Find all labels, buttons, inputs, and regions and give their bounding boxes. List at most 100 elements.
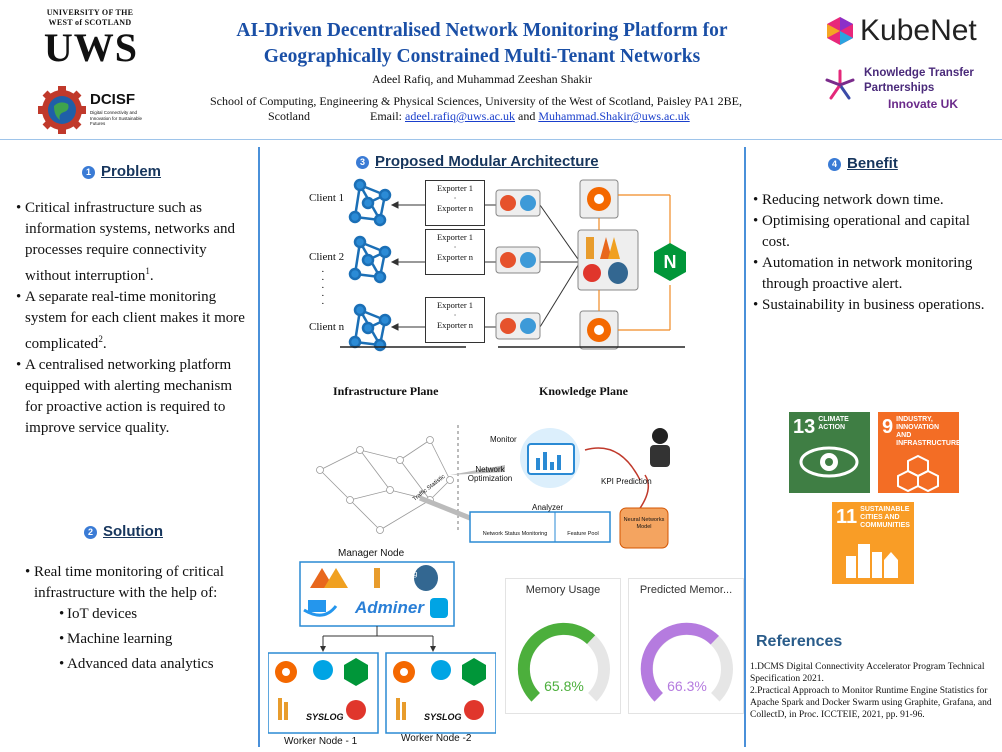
memory-usage-panel: Memory Usage 65.8%	[505, 578, 621, 714]
memory-usage-value: 65.8%	[544, 678, 584, 694]
client-network-icons	[348, 178, 392, 352]
column-divider-left	[258, 147, 260, 747]
ai-loop-diagram	[316, 425, 670, 549]
adminer-label: Adminer	[355, 598, 424, 617]
client-1-label: Client 1	[309, 192, 345, 204]
ktp-line-1: Knowledge Transfer	[864, 67, 974, 79]
university-line: UNIVERSITY OF THE WEST of SCOTLAND	[46, 8, 134, 27]
worker-2-icons	[393, 658, 486, 720]
city-icon	[846, 544, 898, 578]
affiliation-country: Scotland	[268, 109, 310, 123]
reference-2: 2.Practical Approach to Monitor Runtime …	[750, 686, 992, 720]
innovate-uk: Innovate UK	[888, 97, 959, 111]
kubenet-name: KubeNet	[860, 14, 977, 47]
feature-pool-label: Feature Pool	[567, 531, 599, 537]
solution-item-ml: Machine learning	[59, 629, 250, 650]
solution-item-iot: IoT devices	[59, 604, 250, 625]
network-status-monitoring-label: Network Status Monitoring	[482, 531, 548, 537]
exporter-box-1: Exporter 1·Exporter n	[425, 180, 485, 226]
predicted-memory-value: 66.3%	[667, 678, 707, 694]
benefit-title: Benefit	[847, 155, 898, 172]
benefit-item-3: Automation in network monitoring through…	[753, 253, 993, 295]
affiliation-line-2: Scotland Email: adeel.rafiq@uws.ac.uk an…	[268, 109, 788, 124]
knowledge-plane-label: Knowledge Plane	[539, 384, 628, 398]
architecture-title: Proposed Modular Architecture	[375, 153, 599, 170]
neural-networks-model-label: Neural Networks Model	[623, 517, 665, 530]
affiliation: School of Computing, Engineering & Physi…	[210, 94, 742, 108]
svg-text:N: N	[664, 252, 677, 272]
client-2-network-icon	[348, 235, 392, 284]
title-line-2: Geographically Constrained Multi-Tenant …	[263, 46, 701, 67]
dcisf-tagline: Digital Connectivity and Innovation for …	[90, 110, 143, 126]
benefit-number: 4	[828, 157, 841, 171]
ktp-line-2: Partnerships	[864, 82, 935, 94]
problem-title: Problem	[101, 163, 162, 180]
prometheus-icons	[500, 195, 536, 334]
solution-number: 2	[84, 525, 97, 539]
solution-item-analytics: Advanced data analytics	[59, 654, 250, 675]
solution-list: Real time monitoring of critical infrast…	[25, 562, 250, 675]
ktp-star-icon	[825, 69, 855, 100]
header-divider	[0, 139, 1002, 140]
worker-1-icons	[275, 658, 368, 720]
client-2-label: Client 2	[309, 251, 345, 263]
exporter-box-n: Exporter 1·Exporter n	[425, 297, 485, 343]
kubenet-logo-icon	[827, 17, 853, 45]
client-1-network-icon	[348, 178, 392, 227]
solution-heading: 2 Solution	[84, 523, 163, 541]
user-icon	[650, 428, 670, 467]
syslog-label-2: SYSLOG	[424, 712, 462, 722]
worker-node-2-label: Worker Node -2	[401, 733, 472, 744]
predicted-memory-panel: Predicted Memor... 66.3%	[628, 578, 744, 714]
eye-globe-icon	[799, 446, 859, 478]
client-ellipsis: ·····	[321, 266, 325, 310]
solution-title: Solution	[103, 523, 163, 540]
client-n-label: Client n	[309, 321, 345, 333]
manager-node-label: Manager Node	[338, 548, 405, 559]
infrastructure-plane-label: Infrastructure Plane	[333, 384, 439, 398]
email-label: Email:	[370, 109, 402, 123]
syslog-label-1: SYSLOG	[306, 712, 344, 722]
references-heading: References	[756, 633, 843, 650]
svg-text:pg: pg	[409, 570, 418, 578]
problem-heading: 1 Problem	[82, 163, 161, 181]
analyzer-label: Analyzer	[532, 503, 564, 512]
architecture-number: 3	[356, 155, 369, 169]
dcisf-name: DCISF	[90, 91, 135, 108]
benefit-item-2: Optimising operational and capital cost.	[753, 211, 993, 253]
client-n-network-icon	[348, 303, 392, 352]
kpi-prediction-label: KPI Prediction	[601, 477, 652, 486]
benefit-list: Reducing network down time. Optimising o…	[753, 190, 993, 316]
email-and: and	[518, 109, 536, 123]
problem-list: Critical infrastructure such as informat…	[16, 198, 252, 439]
benefit-item-4: Sustainability in business operations.	[753, 295, 993, 316]
uws-logo: UWS	[43, 25, 139, 70]
problem-item-1: Critical infrastructure such as informat…	[16, 198, 252, 287]
title-line-1: AI-Driven Decentralised Network Monitori…	[236, 20, 728, 41]
architecture-diagram: N	[340, 178, 686, 352]
memory-usage-gauge	[517, 622, 610, 702]
predicted-memory-gauge	[640, 622, 733, 702]
solution-subitems: IoT devices Machine learning Advanced da…	[25, 604, 250, 675]
exporter-box-2: Exporter 1·Exporter n	[425, 229, 485, 275]
column-divider-right	[744, 147, 746, 747]
monitor-label: Monitor	[490, 435, 517, 444]
references-list: 1.DCMS Digital Connectivity Accelerator …	[750, 661, 998, 721]
benefit-item-1: Reducing network down time.	[753, 190, 993, 211]
dcisf-gear-icon	[38, 86, 86, 134]
cubes-icon	[897, 454, 939, 493]
authors: Adeel Rafiq, and Muhammad Zeeshan Shakir	[372, 72, 592, 86]
nginx-icon: N	[654, 243, 686, 281]
benefit-heading: 4 Benefit	[828, 155, 898, 173]
stack-icons	[583, 237, 628, 284]
poster-title: AI-Driven Decentralised Network Monitori…	[170, 18, 794, 70]
memory-usage-title: Memory Usage	[525, 584, 601, 596]
email-link-1[interactable]: adeel.rafiq@uws.ac.uk	[405, 109, 516, 123]
worker-node-1-label: Worker Node - 1	[284, 736, 358, 747]
problem-item-3: A centralised networking platform equipp…	[16, 355, 252, 439]
problem-item-2: A separate real-time monitoring system f…	[16, 287, 252, 355]
email-link-2[interactable]: Muhammad.Shakir@uws.ac.uk	[538, 109, 690, 123]
